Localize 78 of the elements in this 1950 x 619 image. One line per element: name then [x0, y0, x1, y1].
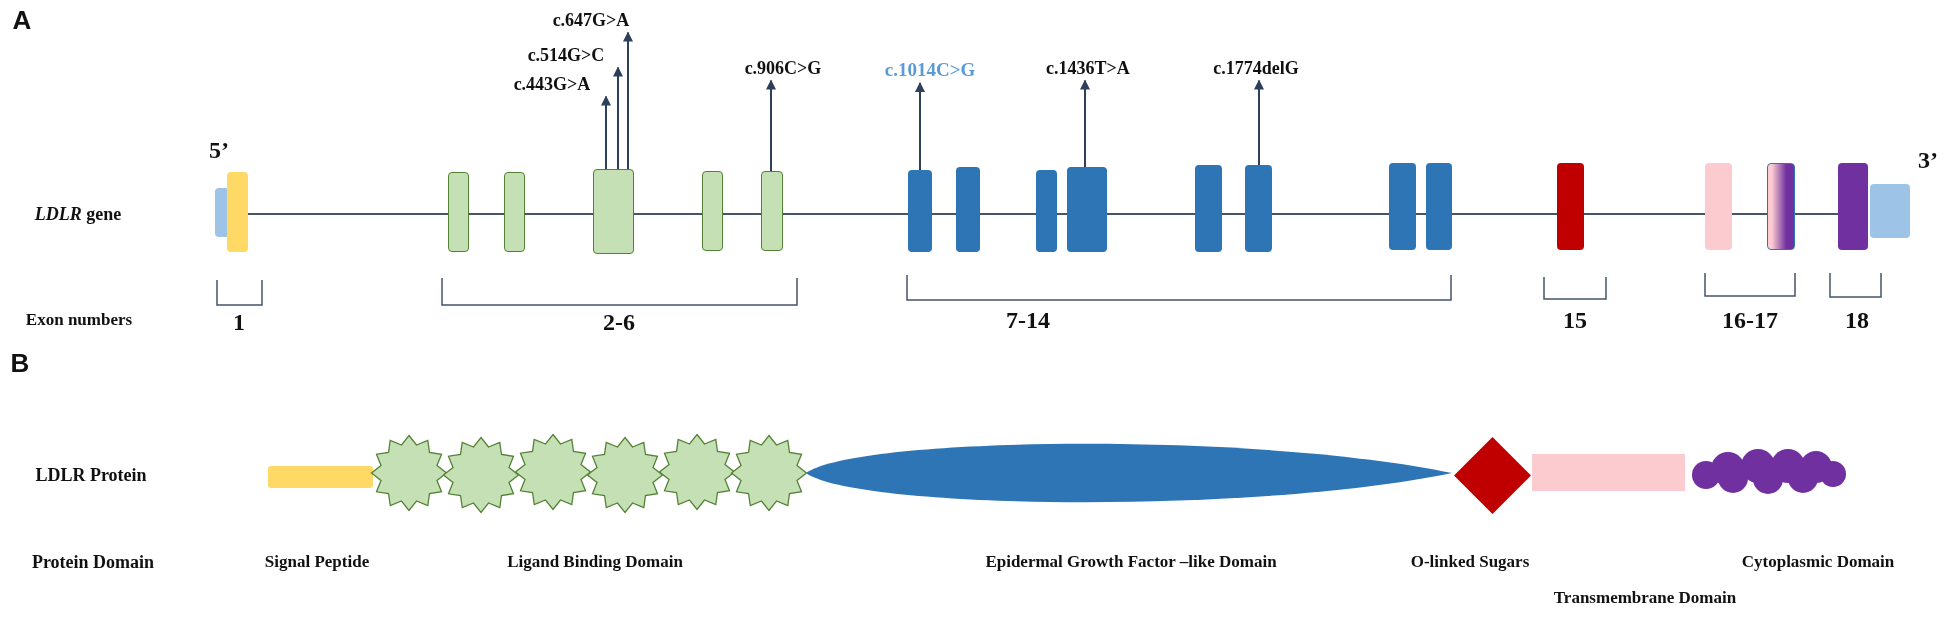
- exon-box: [761, 171, 783, 251]
- exon-box: [227, 172, 248, 252]
- exon-box: [956, 167, 980, 252]
- star-shape: [587, 437, 663, 513]
- arrow: [915, 82, 925, 171]
- star-shape: [659, 434, 735, 510]
- mutation-label: c.647G>A: [552, 9, 630, 31]
- intron-line: [1106, 213, 1196, 215]
- exon-box: [593, 169, 634, 254]
- mutation-label: c.514G>C: [527, 44, 605, 66]
- end-label: 3’: [1918, 146, 1938, 174]
- intron-line: [524, 213, 594, 215]
- diamond-shape: [1454, 437, 1531, 514]
- exon-box: [1870, 184, 1910, 238]
- exon-box: [1195, 165, 1222, 252]
- intron-line: [468, 213, 505, 215]
- intron-line: [1271, 213, 1390, 215]
- intron-line: [1731, 213, 1768, 215]
- domain-name: Transmembrane Domain: [1553, 588, 1737, 608]
- exon-number: 1: [233, 308, 245, 336]
- intron-line: [1056, 213, 1068, 215]
- row-label: Exon numbers: [25, 310, 133, 330]
- intron-line: [931, 213, 957, 215]
- exon-box: [1036, 170, 1057, 252]
- domain-bar: [1532, 454, 1685, 491]
- exon-number: 7-14: [1006, 306, 1050, 334]
- star-shape: [443, 437, 519, 513]
- intron-line: [1794, 213, 1839, 215]
- row-label: LDLR gene: [34, 203, 122, 225]
- mutation-label: c.443G>A: [513, 73, 591, 95]
- star-shape: [371, 435, 447, 511]
- exon-number: 2-6: [603, 308, 635, 336]
- arrow: [613, 66, 623, 170]
- mutation-label: c.906C>G: [744, 57, 822, 79]
- exon-box: [1557, 163, 1584, 250]
- exon-box: [1838, 163, 1868, 250]
- exon-number: 15: [1563, 306, 1587, 334]
- arrow: [623, 31, 633, 170]
- row-label: LDLR Protein: [35, 464, 147, 486]
- panel-letter: A: [12, 4, 32, 36]
- arrow: [1080, 79, 1090, 168]
- mutation-label: c.1014C>G: [884, 59, 976, 81]
- domain-bar: [268, 466, 373, 488]
- exon-box: [702, 171, 723, 251]
- exon-box: [1705, 163, 1732, 250]
- arrow: [766, 79, 776, 172]
- star-shape: [731, 435, 807, 511]
- exon-box: [1389, 163, 1416, 250]
- mutation-label: c.1436T>A: [1046, 57, 1130, 79]
- exon-box: [1067, 167, 1107, 252]
- intron-line: [1221, 213, 1246, 215]
- intron-line: [1415, 213, 1427, 215]
- domain-name: Signal Peptide: [264, 552, 370, 572]
- intron-line: [782, 213, 909, 215]
- exon-box: [448, 172, 469, 252]
- end-label: 5’: [209, 136, 229, 164]
- panel-letter: B: [10, 347, 30, 379]
- exon-number: 18: [1845, 306, 1869, 334]
- exon-box: [1245, 165, 1272, 252]
- exon-box: [504, 172, 525, 252]
- exon-number: 16-17: [1722, 306, 1778, 334]
- mutation-label: c.1774delG: [1213, 57, 1299, 79]
- arrow: [1254, 79, 1264, 166]
- exon-box: [1426, 163, 1452, 250]
- intron-line: [979, 213, 1037, 215]
- exon-box: [1767, 163, 1795, 250]
- arrow: [601, 95, 611, 170]
- intron-line: [722, 213, 762, 215]
- domain-name: Ligand Binding Domain: [507, 552, 683, 572]
- intron-line: [633, 213, 703, 215]
- intron-line: [1451, 213, 1558, 215]
- star-shape: [515, 434, 591, 510]
- domain-name: Cytoplasmic Domain: [1741, 552, 1895, 572]
- exon-box: [908, 170, 932, 252]
- domain-name: Epidermal Growth Factor –like Domain: [985, 552, 1277, 572]
- intron-line: [1583, 213, 1706, 215]
- domain-name: O-linked Sugars: [1410, 552, 1530, 572]
- row-label: Protein Domain: [31, 551, 155, 573]
